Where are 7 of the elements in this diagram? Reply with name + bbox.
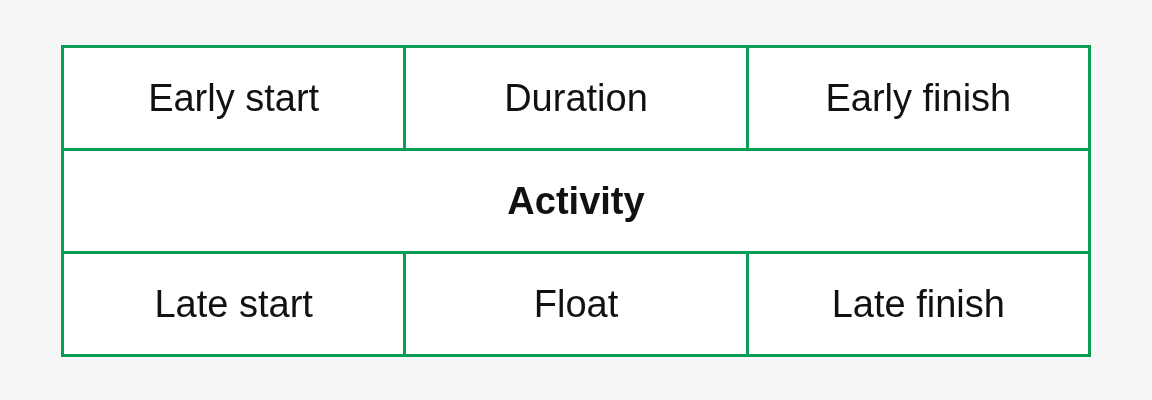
- table-cell: Late finish: [747, 252, 1090, 356]
- table-cell: Late start: [62, 252, 405, 356]
- table-cell: Activity: [62, 149, 1090, 253]
- table-cell: Float: [404, 252, 748, 356]
- table-cell: Early start: [62, 46, 405, 150]
- table-cell: Early finish: [747, 46, 1090, 150]
- table-cell: Duration: [404, 46, 748, 150]
